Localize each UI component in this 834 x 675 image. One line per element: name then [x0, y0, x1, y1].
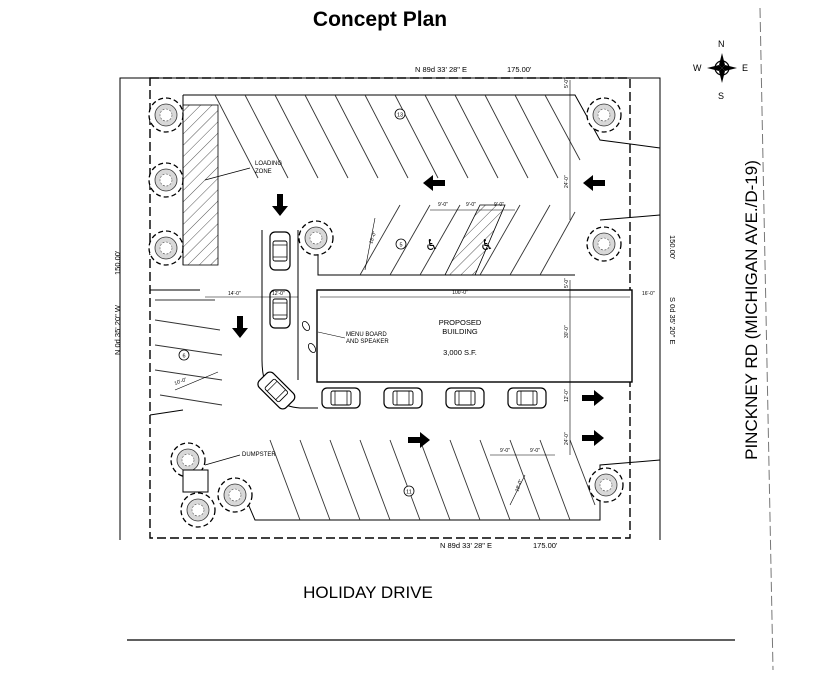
bearing-bottom: N 89d 33' 28" E	[440, 541, 492, 550]
dim-setback-left: 10'-0"	[174, 377, 188, 387]
stall-count-left: 6	[182, 354, 185, 360]
dumpster-enclosure	[182, 469, 209, 493]
compass-e: E	[742, 63, 748, 73]
building-label-1: PROPOSED	[439, 318, 482, 327]
dim-2: 9'-0"	[466, 202, 476, 208]
dimension-lines	[174, 80, 630, 506]
dimension-text: 9'-0" 9'-0" 9'-0" 9'-0" 9'-0" 100'-0" 30…	[174, 78, 655, 493]
accessible-stall-icon: ♿	[425, 237, 438, 254]
bearing-right: S 0d 35' 20" E	[668, 297, 677, 344]
bearing-top: N 89d 33' 28" E	[415, 65, 467, 74]
dim-building-length: 100'-0"	[452, 290, 468, 296]
dim-4: 9'-0"	[500, 448, 510, 454]
arrow-left-icon	[423, 175, 445, 191]
dim-1: 9'-0"	[438, 202, 448, 208]
loading-zone	[182, 104, 219, 266]
stall-count-bottom: 11	[406, 490, 412, 496]
accessible-stall-icon-2: ♿	[480, 237, 493, 254]
bearing-right-length: 150.00'	[668, 235, 677, 260]
menu-board-label-2: AND SPEAKER	[346, 339, 389, 345]
dim-setback-top: 5'-0"	[564, 78, 570, 88]
building-label-2: BUILDING	[442, 327, 478, 336]
compass-s: S	[718, 91, 724, 101]
stall-count-markers: 13 5 6 11	[178, 108, 415, 497]
dim-lane: 12'-0"	[272, 291, 285, 297]
page-title: Concept Plan	[312, 8, 448, 31]
menu-board-label-1: MENU BOARD	[346, 332, 387, 338]
road-name-south: HOLIDAY DRIVE	[303, 583, 433, 602]
dim-3: 9'-0"	[494, 202, 504, 208]
stalls-top	[214, 94, 581, 179]
dim-setback-mid: 5'-0"	[564, 278, 570, 288]
bearing-left: N 0d 35' 20" W	[113, 304, 122, 355]
road-name-east: PINCKNEY RD (MICHIGAN AVE./D-19)	[742, 160, 761, 460]
dim-stall-depth: 18'-0"	[368, 230, 378, 244]
arrow-left-icon-2	[583, 175, 605, 191]
dim-aisle-top: 24'-0"	[564, 175, 570, 188]
dim-building-width: 30'-0"	[564, 325, 570, 338]
menu-board-icon	[301, 321, 317, 353]
dim-aisle-bottom: 24'-0"	[564, 432, 570, 445]
stalls-bottom	[269, 439, 596, 521]
building-area: 3,000 S.F.	[443, 348, 477, 357]
compass-icon: N S W E	[693, 39, 748, 101]
arrow-down-icon-2	[232, 316, 248, 338]
arrow-right-icon	[408, 432, 430, 448]
bearing-top-length: 175.00'	[507, 65, 532, 74]
loading-zone-label-1: LOADING	[255, 161, 282, 167]
bearing-bottom-length: 175.00'	[533, 541, 558, 550]
stall-count-top: 13	[397, 113, 403, 119]
arrow-right-icon-3	[582, 430, 604, 446]
road-edge-east	[759, 7, 774, 671]
stalls-middle	[359, 204, 576, 276]
stalls-left	[154, 299, 223, 406]
arrow-down-icon	[272, 194, 288, 216]
arrow-right-icon-2	[582, 390, 604, 406]
accessible-aisle-hatch	[444, 204, 506, 276]
proposed-building	[316, 289, 633, 383]
compass-w: W	[693, 63, 702, 73]
dim-left-offset: 14'-0"	[228, 291, 241, 297]
dim-right-offset: 16'-0"	[642, 291, 655, 297]
compass-n: N	[718, 39, 725, 49]
stall-count-middle: 5	[399, 243, 402, 249]
dim-5: 9'-0"	[530, 448, 540, 454]
dim-lane-2: 12'-0"	[564, 389, 570, 402]
bearing-left-length: 150.00'	[113, 250, 122, 275]
dumpster-label: DUMPSTER	[242, 452, 276, 458]
dim-stall-depth-2: 18'-0"	[514, 478, 524, 492]
loading-zone-label-2: ZONE	[255, 169, 272, 175]
